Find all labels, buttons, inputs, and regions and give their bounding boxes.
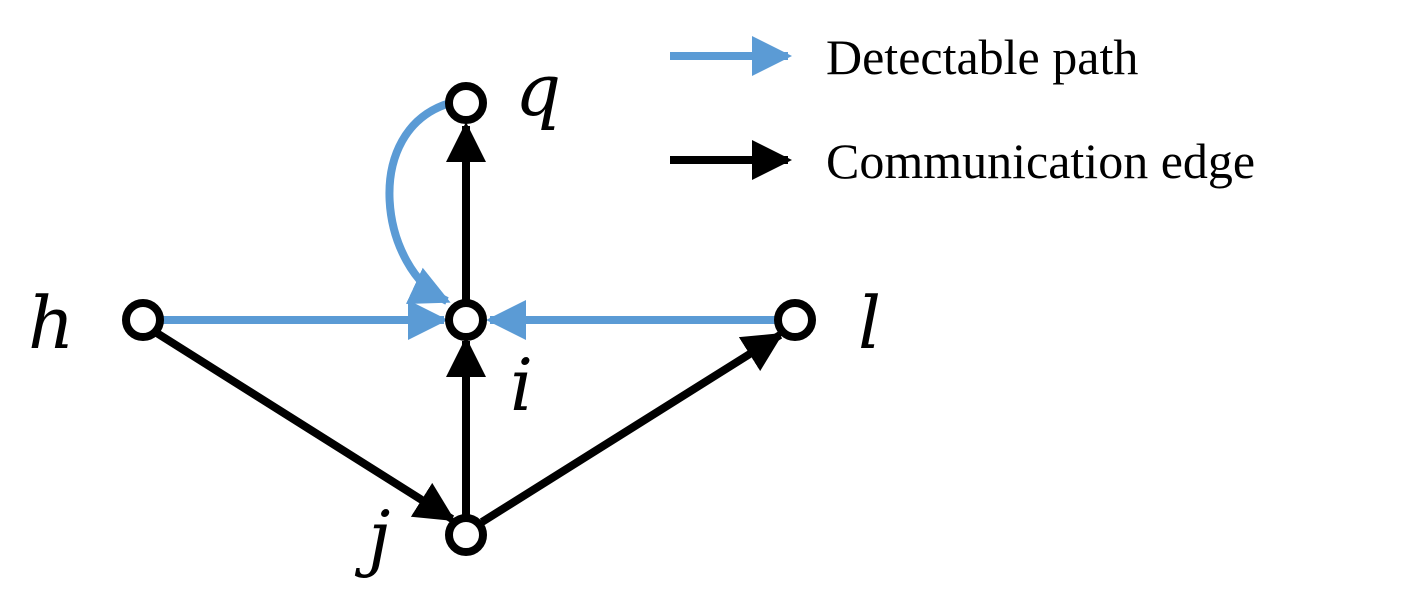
node-label-i: i <box>510 343 533 427</box>
legend-detectable-label: Detectable path <box>826 29 1138 85</box>
path-q-to-i <box>385 99 452 305</box>
node-label-h: h <box>28 281 74 365</box>
node-q <box>445 82 487 124</box>
node-i <box>445 299 487 341</box>
legend: Detectable path Communication edge <box>670 29 1255 189</box>
node-label-l: l <box>858 281 881 365</box>
edge-j-to-l <box>479 331 784 526</box>
node-l <box>774 299 816 341</box>
node-j <box>445 514 487 556</box>
legend-communication-label: Communication edge <box>826 133 1255 189</box>
node-h <box>122 299 164 341</box>
node-label-j: j <box>354 495 390 579</box>
node-label-q: q <box>515 48 561 132</box>
edge-h-to-j <box>149 326 456 523</box>
